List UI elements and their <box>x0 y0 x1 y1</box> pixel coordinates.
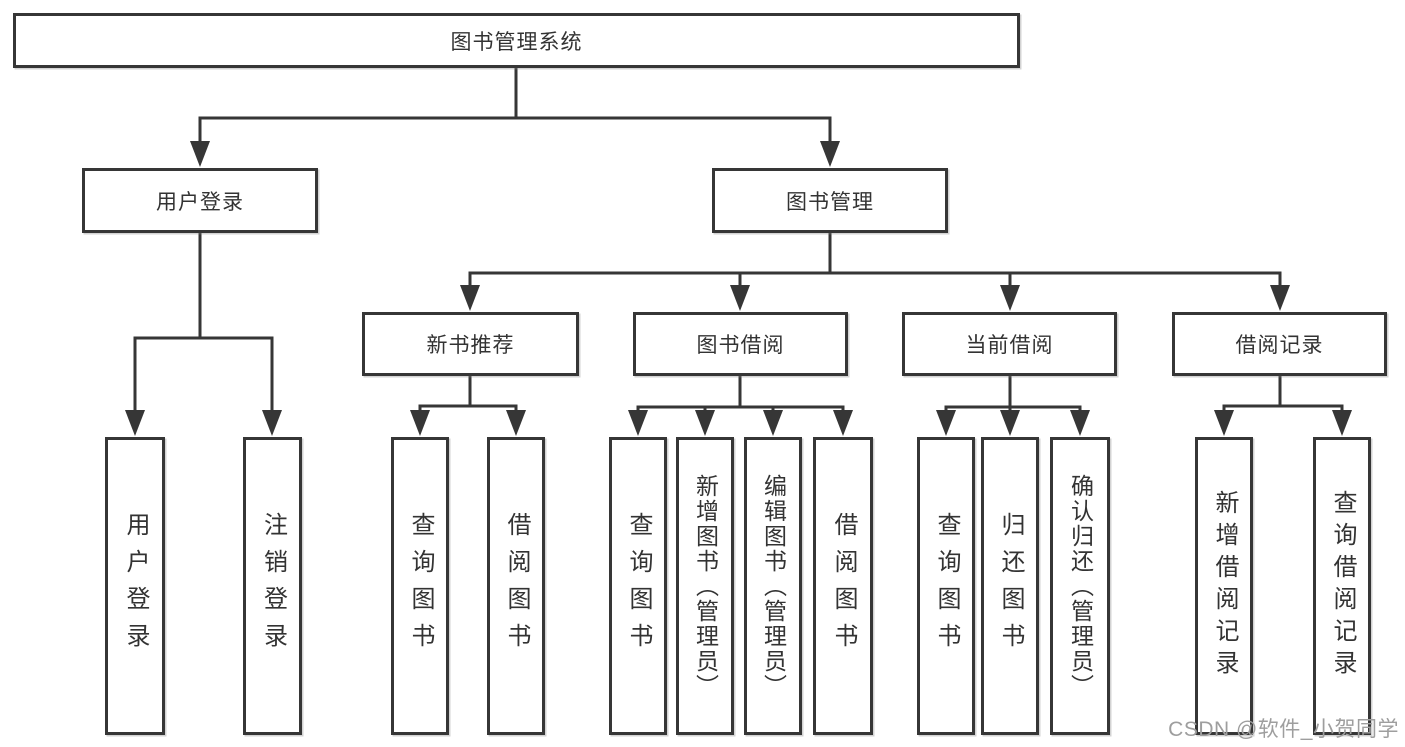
arrow-down-icon <box>1214 410 1234 436</box>
arrow-down-icon <box>695 410 715 436</box>
node-label: 图书管理 <box>786 190 874 214</box>
leaf-label: 查询图书 <box>407 512 434 660</box>
node-user-login: 用户登录 <box>82 168 318 233</box>
arrow-down-icon <box>506 410 526 436</box>
leaf-label: 新增图书（管理员） <box>692 473 719 699</box>
leaf-label: 查询图书 <box>933 512 960 660</box>
arrow-down-icon <box>628 410 648 436</box>
node-label: 图书借阅 <box>696 334 785 357</box>
arrow-down-icon <box>730 285 750 311</box>
leaf-user-login: 用户登录 <box>105 437 165 735</box>
leaf-label: 查询借阅记录 <box>1329 490 1356 682</box>
leaf-label: 编辑图书（管理员） <box>760 473 787 699</box>
leaf-borrow-books-recommend: 借阅图书 <box>487 437 545 735</box>
node-label: 图书管理系统 <box>450 30 583 54</box>
arrow-down-icon <box>410 410 430 436</box>
arrow-down-icon <box>1070 410 1090 436</box>
connector-new-book-recommend-to-leaves <box>418 376 518 420</box>
leaf-label: 归还图书 <box>997 512 1024 660</box>
arrow-down-icon <box>820 141 840 167</box>
leaf-edit-books-admin: 编辑图书（管理员） <box>744 437 802 735</box>
leaf-add-books-admin: 新增图书（管理员） <box>676 437 734 735</box>
arrow-down-icon <box>936 410 956 436</box>
arrow-down-icon <box>262 410 282 436</box>
node-library-management-system: 图书管理系统 <box>13 13 1020 68</box>
leaf-label: 查询图书 <box>625 512 652 660</box>
arrow-down-icon <box>125 410 145 436</box>
node-book-borrow: 图书借阅 <box>633 312 848 376</box>
arrow-down-icon <box>1000 285 1020 311</box>
leaf-borrow-books: 借阅图书 <box>813 437 873 735</box>
leaf-label: 新增借阅记录 <box>1211 490 1238 682</box>
node-label: 用户登录 <box>156 190 244 214</box>
node-label: 当前借阅 <box>965 334 1054 357</box>
arrow-down-icon <box>1270 285 1290 311</box>
leaf-add-borrow-record: 新增借阅记录 <box>1195 437 1253 735</box>
leaf-label: 注销登录 <box>259 512 287 660</box>
connector-book-mgmt-to-level3 <box>468 233 1282 294</box>
arrow-down-icon <box>1332 410 1352 436</box>
arrow-down-icon <box>460 285 480 311</box>
arrow-down-icon <box>190 141 210 167</box>
node-new-book-recommend: 新书推荐 <box>362 312 579 376</box>
arrow-down-icon <box>763 410 783 436</box>
node-label: 新书推荐 <box>426 334 515 357</box>
connector-root-to-level2 <box>198 68 832 150</box>
leaf-label: 借阅图书 <box>830 512 857 660</box>
leaf-label: 借阅图书 <box>503 512 530 660</box>
csdn-watermark: CSDN @软件_小贺同学 <box>1168 718 1399 741</box>
connector-borrow-records-to-leaves <box>1222 376 1344 420</box>
node-book-management: 图书管理 <box>712 168 948 233</box>
leaf-confirm-return-admin: 确认归还（管理员） <box>1050 437 1110 735</box>
leaf-query-books-recommend: 查询图书 <box>391 437 449 735</box>
node-label: 借阅记录 <box>1235 334 1324 357</box>
leaf-query-books-borrow: 查询图书 <box>609 437 667 735</box>
leaf-label: 确认归还（管理员） <box>1067 473 1094 699</box>
leaf-return-books: 归还图书 <box>981 437 1039 735</box>
leaf-label: 用户登录 <box>122 512 149 660</box>
leaf-query-books-current: 查询图书 <box>917 437 975 735</box>
arrow-down-icon <box>833 410 853 436</box>
node-current-borrow: 当前借阅 <box>902 312 1117 376</box>
leaf-logout: 注销登录 <box>243 437 302 735</box>
leaf-query-borrow-record: 查询借阅记录 <box>1313 437 1371 735</box>
node-borrow-records: 借阅记录 <box>1172 312 1387 376</box>
arrow-down-icon <box>1000 410 1020 436</box>
connector-user-login-to-leaves <box>133 233 274 418</box>
connector-book-borrow-to-leaves <box>636 376 845 420</box>
